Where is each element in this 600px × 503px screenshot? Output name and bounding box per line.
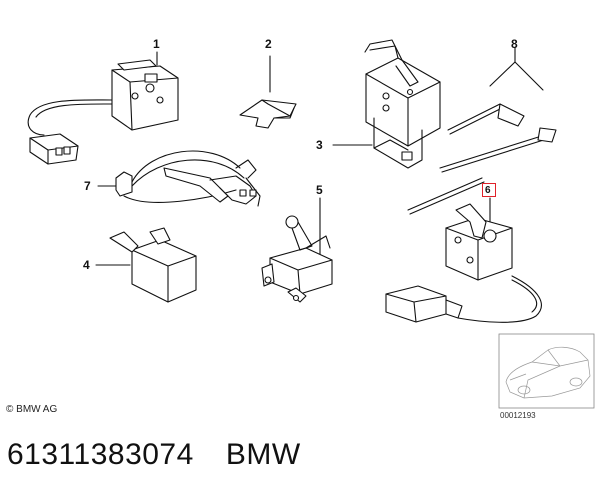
callout-6[interactable]: 6 <box>485 185 491 196</box>
part-5-microswitch-lever <box>261 197 333 303</box>
part-6-switch-assembly <box>385 197 542 323</box>
callout-5[interactable]: 5 <box>316 183 323 197</box>
part-number: 61311383074 <box>7 438 194 471</box>
callout-3[interactable]: 3 <box>316 138 323 152</box>
callout-1[interactable]: 1 <box>153 37 160 51</box>
car-silhouette-icon <box>505 346 591 399</box>
part-1-microswitch <box>27 51 179 165</box>
part-4-cover <box>95 227 197 303</box>
part-caption: 61311383074 BMW <box>7 438 301 472</box>
vehicle-inset <box>498 333 595 409</box>
part-3-housing <box>332 39 441 169</box>
document-number: 00012193 <box>500 411 536 420</box>
part-2-clip <box>239 55 297 129</box>
callout-4[interactable]: 4 <box>83 258 90 272</box>
brand-name: BMW <box>225 438 301 471</box>
callout-8[interactable]: 8 <box>511 37 518 51</box>
part-8-cable-ties <box>407 47 557 215</box>
copyright-text: © BMW AG <box>6 404 58 415</box>
part-7-wiring-harness <box>97 150 261 207</box>
highlight-box <box>482 183 496 197</box>
callout-7[interactable]: 7 <box>84 179 91 193</box>
callout-2[interactable]: 2 <box>265 37 272 51</box>
